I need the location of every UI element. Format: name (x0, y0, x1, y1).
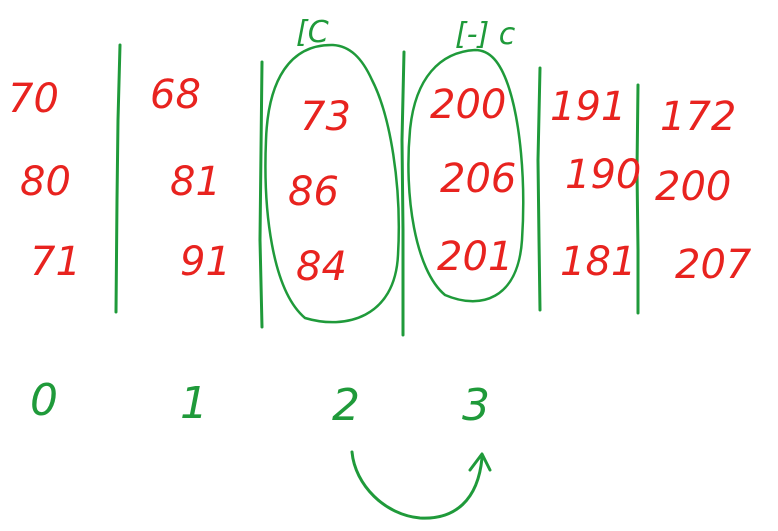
separator-line-5 (635, 83, 640, 315)
label-second-selected: [-] c (455, 17, 516, 52)
loop-column-2 (264, 43, 401, 324)
value-c3-r1: 206 (440, 156, 516, 202)
move-arrow-head (468, 452, 492, 472)
value-c4-r0: 191 (550, 84, 626, 130)
index-col-0: 0 (30, 375, 58, 426)
value-c2-r0: 73 (300, 94, 351, 140)
value-c1-r0: 68 (150, 72, 201, 118)
loop-column-3 (407, 48, 525, 303)
value-c2-r1: 86 (288, 169, 339, 215)
value-c4-r1: 190 (565, 152, 641, 198)
value-c3-r0: 200 (430, 82, 506, 128)
separator-line-2 (258, 60, 264, 329)
separator-line-4 (536, 66, 542, 312)
value-c0-r1: 80 (20, 159, 71, 205)
value-c0-r0: 70 (8, 76, 59, 122)
separator-line-3 (400, 50, 406, 337)
value-c2-r2: 84 (296, 244, 347, 290)
index-col-2: 2 (332, 380, 360, 431)
index-col-3: 3 (462, 380, 490, 431)
value-c5-r0: 172 (660, 94, 736, 140)
value-c1-r2: 91 (180, 239, 231, 285)
separator-line-1 (114, 43, 122, 314)
move-arrow-shaft (350, 450, 484, 520)
value-c1-r1: 81 (170, 159, 221, 205)
index-col-1: 1 (180, 378, 208, 429)
label-first-selected: [C (296, 15, 329, 50)
value-c5-r1: 200 (655, 164, 731, 210)
value-c0-r2: 71 (30, 239, 81, 285)
value-c3-r2: 201 (437, 234, 513, 280)
value-c5-r2: 207 (675, 242, 752, 288)
value-c4-r2: 181 (560, 239, 636, 285)
